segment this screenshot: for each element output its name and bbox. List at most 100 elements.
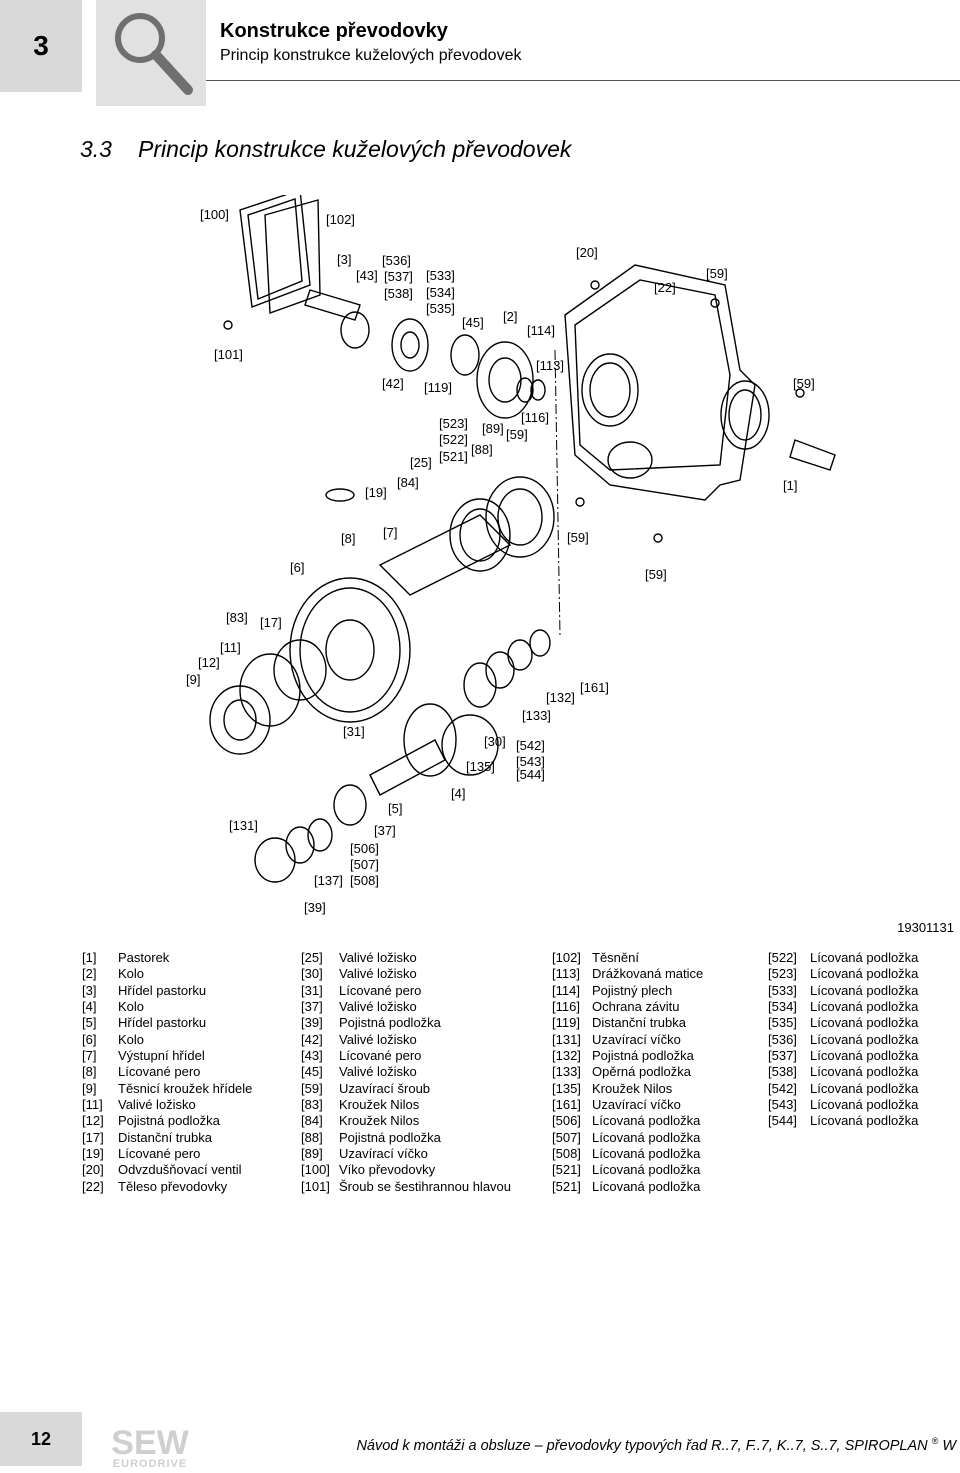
sew-eurodrive-logo: SEW EURODRIVE — [111, 1424, 189, 1470]
part-name: Lícovaná podložka — [592, 1146, 701, 1162]
part-name: Lícované pero — [339, 1048, 422, 1064]
part-number: [84] — [301, 1113, 323, 1129]
part-name: Kolo — [118, 999, 145, 1015]
part-number: [113] — [552, 966, 580, 982]
callout-label: [534] — [426, 285, 455, 300]
parts-list-row: [533]Lícovaná podložka — [768, 983, 918, 999]
callout-label: [2] — [503, 309, 518, 324]
part-name: Lícovaná podložka — [810, 950, 919, 965]
callout-label: [542] — [516, 738, 545, 753]
part-number: [12] — [82, 1113, 104, 1129]
part-name: Hřídel pastorku — [118, 1015, 207, 1031]
callout-label: [43] — [356, 268, 378, 283]
callout-label: [42] — [382, 376, 404, 391]
part-name: Kroužek Nilos — [592, 1080, 673, 1096]
parts-list-row: [45]Valivé ložisko — [301, 1064, 511, 1080]
parts-list-row: [83]Kroužek Nilos — [301, 1097, 511, 1113]
callout-label: [7] — [383, 525, 398, 540]
callout-label: [89] — [482, 421, 504, 436]
callout-label: [31] — [343, 724, 365, 739]
callout-label: [544] — [516, 767, 545, 782]
callout-label: [131] — [229, 818, 258, 833]
parts-list-row: [12] Pojistná podložka — [82, 1113, 252, 1129]
part-name: Lícovaná podložka — [810, 1064, 919, 1080]
magnifier-icon-box — [96, 0, 206, 106]
callout-label: [535] — [426, 301, 455, 316]
part-number: [508] — [552, 1146, 581, 1162]
part-number: [161] — [552, 1097, 581, 1113]
parts-list-row: [101]Šroub se šestihrannou hlavou — [301, 1179, 511, 1195]
part-number: [543] — [768, 1097, 797, 1113]
parts-list-row: [37]Valivé ložisko — [301, 999, 511, 1015]
part-number: [30] — [301, 966, 323, 982]
parts-list-row: [521]Lícovaná podložka — [552, 1162, 703, 1178]
callout-label: [3] — [337, 252, 352, 267]
part-name: Lícované pero — [118, 1064, 201, 1080]
parts-list-row: [20]Odvzdušňovací ventil — [82, 1162, 252, 1178]
part-number: [19] — [82, 1146, 104, 1162]
parts-list-row: [161]Uzavírací víčko — [552, 1097, 703, 1113]
part-name: Těleso převodovky — [118, 1178, 228, 1194]
part-number: [538] — [768, 1064, 797, 1080]
part-number: [544] — [768, 1113, 797, 1129]
parts-list-row: [538] Lícovaná podložka — [768, 1064, 918, 1080]
part-number: [2] — [82, 966, 97, 982]
callout-label: [132] — [546, 690, 575, 705]
parts-list-row: [89]Uzavírací víčko — [301, 1146, 511, 1162]
callout-label: [20] — [576, 245, 598, 260]
parts-list-row: [135]Kroužek Nilos — [552, 1081, 703, 1097]
callout-label: [11] — [220, 640, 241, 655]
part-number: [101] — [301, 1178, 330, 1194]
header-title: Konstrukce převodovky — [220, 20, 448, 42]
part-name: Opěrná podložka — [592, 1064, 692, 1080]
parts-list-row: [42]Valivé ložisko — [301, 1032, 511, 1048]
part-number: [6] — [82, 1031, 97, 1047]
chapter-number: 3 — [0, 0, 82, 92]
part-name: Pojistná podložka — [339, 1129, 441, 1145]
callout-label: [114] — [527, 323, 555, 338]
part-name: Lícovaná podložka — [592, 1162, 701, 1178]
parts-list-row: [7] Výstupní hřídel — [82, 1048, 252, 1064]
part-number: [3] — [82, 982, 97, 998]
callout-label: [508] — [350, 873, 379, 888]
parts-list-row: [116]Ochrana závitu — [552, 999, 703, 1015]
part-name: Valivé ložisko — [118, 1097, 196, 1113]
part-name: Výstupní hřídel — [118, 1048, 205, 1064]
parts-list-row: [102]Těsnění — [552, 950, 703, 966]
callout-label: [119] — [424, 380, 452, 395]
part-number: [17] — [82, 1129, 104, 1145]
part-number: [7] — [82, 1048, 97, 1064]
parts-list-col1: [1]Pastorek[2]Kolo[3]Hřídel pastorku[4]K… — [82, 950, 252, 1195]
part-number: [537] — [768, 1048, 797, 1064]
callout-label: [59] — [793, 376, 815, 391]
part-number: [523] — [768, 966, 797, 982]
part-name: Lícovaná podložka — [592, 1178, 701, 1194]
part-number: [22] — [82, 1178, 104, 1194]
part-number: [1] — [82, 950, 97, 965]
part-name: Lícovaná podložka — [810, 1048, 919, 1064]
callout-label: [59] — [567, 530, 589, 545]
part-name: Pastorek — [118, 950, 170, 965]
part-name: Lícovaná podložka — [592, 1113, 701, 1129]
part-name: Kolo — [118, 966, 145, 982]
part-name: Valivé ložisko — [339, 950, 417, 965]
parts-list-row: [8]Lícované pero — [82, 1064, 252, 1080]
parts-list-row: [542]Lícovaná podložka — [768, 1081, 918, 1097]
footer-text: Návod k montáži a obsluze – převodovky t… — [356, 1436, 956, 1454]
callout-label: [84] — [397, 475, 419, 490]
part-name: Lícované pero — [118, 1146, 201, 1162]
parts-list-row: [30]Valivé ložisko — [301, 966, 511, 982]
part-number: [83] — [301, 1097, 323, 1113]
parts-list-row: [31]Lícované pero — [301, 983, 511, 999]
parts-list-row: [84]Kroužek Nilos — [301, 1113, 511, 1129]
footer-manual-title: Návod k montáži a obsluze – převodovky t… — [356, 1437, 928, 1454]
part-name: Pojistná podložka — [592, 1048, 694, 1064]
callout-label: [12] — [198, 655, 220, 670]
callout-label: [507] — [350, 857, 379, 872]
callout-label: [19] — [365, 485, 387, 500]
part-name: Distanční trubka — [592, 1015, 686, 1031]
part-name: Valivé ložisko — [339, 1064, 417, 1080]
part-name: Pojistná podložka — [118, 1113, 220, 1129]
callout-label: [1] — [783, 478, 798, 493]
